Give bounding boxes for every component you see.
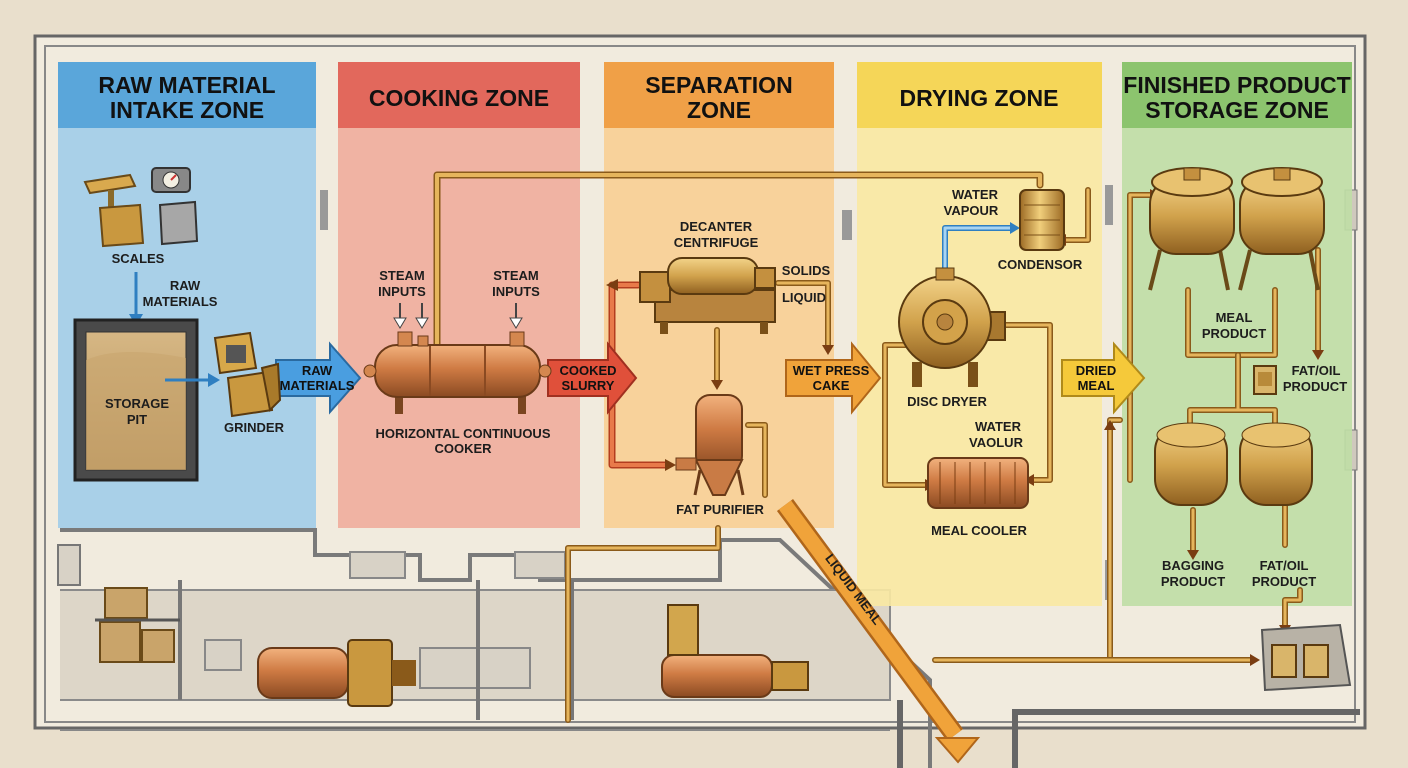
condensor: CONDENSOR — [998, 189, 1083, 272]
flow-arrow-dried-meal: DRIED MEAL — [1061, 341, 1146, 415]
pipe-arrowheads — [606, 189, 1324, 666]
scales-equipment: SCALES — [83, 167, 199, 266]
fat-oil-product-label: FAT/OIL — [1260, 558, 1309, 573]
decanter-centrifuge: DECANTER CENTRIFUGE SOLIDS LIQUID — [639, 219, 831, 334]
storage-pit-label: PIT — [127, 412, 147, 427]
decanter-label: DECANTER — [680, 219, 753, 234]
raw-materials-down-arrow: RAW MATERIALS — [129, 272, 218, 326]
motor-unit — [257, 639, 416, 707]
solids-label: SOLIDS — [782, 263, 831, 278]
raw-materials-label: RAW — [170, 278, 201, 293]
zone-title: SEPARATION — [645, 72, 792, 98]
bagging-product-label-group: BAGGING PRODUCT — [1161, 558, 1225, 589]
boxes — [95, 587, 180, 663]
arrowhead — [1010, 222, 1020, 234]
arrowhead — [665, 459, 676, 471]
arrow-label: RAW — [302, 363, 333, 378]
flow-arrow-raw-materials: RAW MATERIALS — [275, 341, 362, 415]
storage-pit-label: STORAGE — [105, 396, 169, 411]
bagging-station — [1260, 623, 1352, 692]
pit-to-grinder-arrow — [165, 373, 220, 387]
flow-arrow-wet-press-cake: WET PRESS CAKE — [785, 341, 882, 415]
arrowhead — [1312, 350, 1324, 360]
cooker-label: HORIZONTAL CONTINUOUS — [375, 426, 550, 441]
arrowhead — [1187, 550, 1199, 560]
meal-silo-2 — [1238, 167, 1325, 291]
arrow-label: DRIED — [1076, 363, 1116, 378]
water-vaolur-label: VAOLUR — [969, 435, 1024, 450]
arrow-label: WET PRESS — [793, 363, 870, 378]
zone-title: COOKING ZONE — [369, 85, 549, 111]
arrow-label: CAKE — [813, 378, 850, 393]
arrow-label: MEAL — [1078, 378, 1115, 393]
fat-oil-product-label: PRODUCT — [1283, 379, 1347, 394]
zone-cooking: COOKING ZONE — [338, 62, 580, 528]
meal-product-label: PRODUCT — [1202, 326, 1266, 341]
fat-oil-product-top-label-group: FAT/OIL PRODUCT — [1283, 363, 1347, 394]
bagging-product-label: BAGGING — [1162, 558, 1224, 573]
meal-product-label-group: MEAL PRODUCT — [1202, 310, 1266, 341]
oil-tank-2 — [1239, 422, 1313, 506]
fat-oil-product-label: FAT/OIL — [1292, 363, 1341, 378]
grinder-machine: GRINDER — [213, 331, 285, 435]
condensor-label: CONDENSOR — [998, 257, 1083, 272]
fat-oil-product-label: PRODUCT — [1252, 574, 1316, 589]
arrow-label: MATERIALS — [280, 378, 355, 393]
scales-label: SCALES — [112, 251, 165, 266]
steam-inputs-label: STEAM — [379, 268, 425, 283]
horizontal-continuous-cooker: HORIZONTAL CONTINUOUS COOKER — [363, 331, 552, 456]
arrowhead — [1250, 654, 1260, 666]
fat-oil-bag-icon — [1253, 365, 1277, 395]
steam-inputs-left: STEAM INPUTS — [378, 268, 429, 329]
arrowhead — [606, 279, 618, 291]
oil-tank-1 — [1154, 422, 1228, 506]
storage-pit: STORAGE PIT — [73, 318, 199, 482]
steam-inputs-label: INPUTS — [492, 284, 540, 299]
water-vaolur-label-group: WATER VAOLUR — [969, 419, 1024, 450]
meal-product-label: MEAL — [1216, 310, 1253, 325]
water-vapour-label: VAPOUR — [944, 203, 999, 218]
disc-dryer: DISC DRYER — [898, 267, 1006, 409]
water-vaolur-label: WATER — [975, 419, 1022, 434]
zone-title: RAW MATERIAL — [98, 72, 275, 98]
pump-unit — [661, 604, 809, 698]
arrowhead — [822, 345, 834, 355]
water-vapour-label-group: WATER VAPOUR — [944, 187, 999, 218]
steam-inputs-label: STEAM — [493, 268, 539, 283]
decanter-label: CENTRIFUGE — [674, 235, 759, 250]
arrow-label: SLURRY — [562, 378, 615, 393]
arrowhead — [711, 380, 723, 390]
arrowhead — [1104, 420, 1116, 430]
liquid-label: LIQUID — [782, 290, 826, 305]
fat-purifier: FAT PURIFIER — [675, 394, 765, 517]
bagging-product-label: PRODUCT — [1161, 574, 1225, 589]
water-vapour-label: WATER — [952, 187, 999, 202]
zone-title: STORAGE ZONE — [1145, 97, 1329, 123]
meal-cooler: MEAL COOLER — [927, 457, 1029, 538]
fat-purifier-label: FAT PURIFIER — [676, 502, 764, 517]
fat-oil-product-bottom-label-group: FAT/OIL PRODUCT — [1252, 558, 1316, 589]
zone-title: ZONE — [687, 97, 751, 123]
zone-title: DRYING ZONE — [900, 85, 1059, 111]
steam-inputs-right: STEAM INPUTS — [492, 268, 540, 329]
steam-inputs-label: INPUTS — [378, 284, 426, 299]
arrow-label: COOKED — [559, 363, 616, 378]
zone-title: INTAKE ZONE — [110, 97, 264, 123]
raw-materials-label: MATERIALS — [143, 294, 218, 309]
meal-silo-1 — [1148, 167, 1235, 291]
flow-arrow-cooked-slurry: COOKED SLURRY — [547, 341, 638, 415]
grinder-label: GRINDER — [224, 420, 285, 435]
meal-cooler-label: MEAL COOLER — [931, 523, 1027, 538]
disc-dryer-label: DISC DRYER — [907, 394, 987, 409]
cooker-label: COOKER — [434, 441, 492, 456]
zone-title: FINISHED PRODUCT — [1123, 72, 1350, 98]
